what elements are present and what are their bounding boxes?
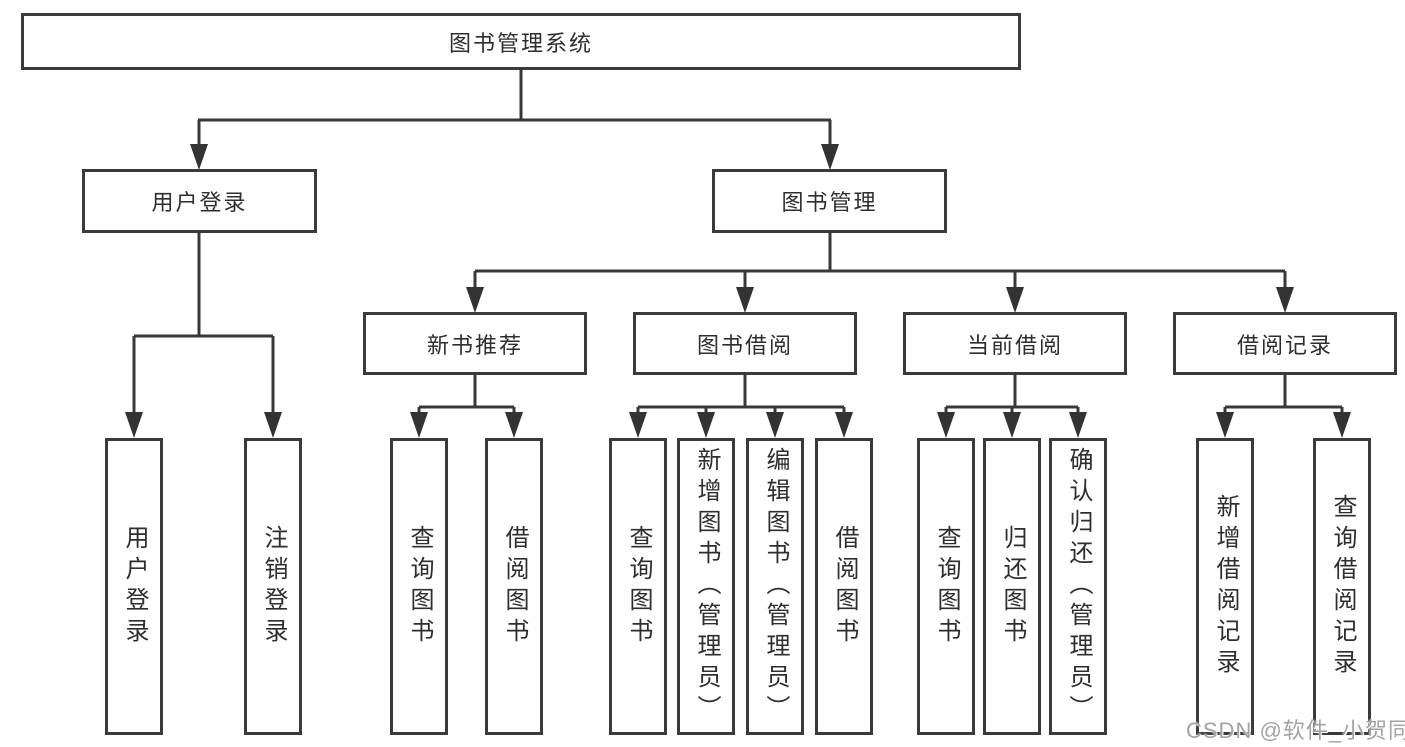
arrow-down-icon (1333, 412, 1351, 438)
node-book-management: 图书管理 (712, 169, 947, 233)
leaf-label: 查询图书 (933, 524, 960, 649)
leaf-query-books: 查询图书 (609, 438, 667, 735)
leaf-label: 查询借阅记录 (1329, 493, 1356, 680)
arrow-down-icon (410, 412, 428, 438)
node-current-borrowing: 当前借阅 (903, 312, 1127, 375)
leaf-add-books-admin: 新增图书（管理员） (677, 438, 735, 735)
leaf-user-login: 用户登录 (105, 438, 163, 735)
arrow-down-icon (1216, 412, 1234, 438)
leaf-label: 用户登录 (121, 524, 148, 649)
arrow-down-icon (1006, 287, 1024, 313)
csdn-watermark: CSDN @软件_小贺同学 (1186, 718, 1405, 743)
leaf-label: 新增图书（管理员） (693, 447, 720, 726)
arrow-down-icon (1069, 412, 1087, 438)
arrow-down-icon (505, 412, 523, 438)
arrow-down-icon (937, 412, 955, 438)
arrow-down-icon (697, 412, 715, 438)
leaf-borrow-books: 借阅图书 (815, 438, 873, 735)
arrow-down-icon (466, 287, 484, 313)
leaf-label: 借阅图书 (501, 524, 528, 649)
arrow-down-icon (736, 287, 754, 313)
arrow-down-icon (766, 412, 784, 438)
leaf-label: 借阅图书 (831, 524, 858, 649)
arrow-down-icon (125, 412, 143, 438)
leaf-label: 新增借阅记录 (1212, 493, 1239, 680)
leaf-query-books: 查询图书 (917, 438, 975, 735)
arrow-down-icon (821, 144, 839, 170)
node-borrow-records: 借阅记录 (1173, 312, 1397, 375)
node-book-borrowing: 图书借阅 (633, 312, 857, 375)
leaf-label: 查询图书 (625, 524, 652, 649)
arrow-down-icon (629, 412, 647, 438)
arrow-down-icon (190, 144, 208, 170)
leaf-label: 确认归还（管理员） (1065, 447, 1092, 726)
leaf-label: 查询图书 (406, 524, 433, 649)
leaf-query-borrow-record: 查询借阅记录 (1313, 438, 1371, 735)
leaf-query-books: 查询图书 (390, 438, 448, 735)
node-new-book-recommend: 新书推荐 (363, 312, 587, 375)
leaf-logout: 注销登录 (244, 438, 302, 735)
arrow-down-icon (1003, 412, 1021, 438)
leaf-label: 编辑图书（管理员） (762, 447, 789, 726)
arrow-down-icon (264, 412, 282, 438)
leaf-edit-books-admin: 编辑图书（管理员） (746, 438, 804, 735)
leaf-borrow-books: 借阅图书 (485, 438, 543, 735)
leaf-return-books: 归还图书 (983, 438, 1041, 735)
arrow-down-icon (835, 412, 853, 438)
leaf-add-borrow-record: 新增借阅记录 (1196, 438, 1254, 735)
arrow-down-icon (1276, 287, 1294, 313)
arrowheads (125, 144, 1351, 438)
leaf-label: 归还图书 (999, 524, 1026, 649)
leaf-confirm-return-admin: 确认归还（管理员） (1049, 438, 1107, 735)
node-library-system: 图书管理系统 (21, 13, 1021, 70)
leaf-label: 注销登录 (260, 524, 287, 649)
node-user-login: 用户登录 (82, 169, 317, 233)
